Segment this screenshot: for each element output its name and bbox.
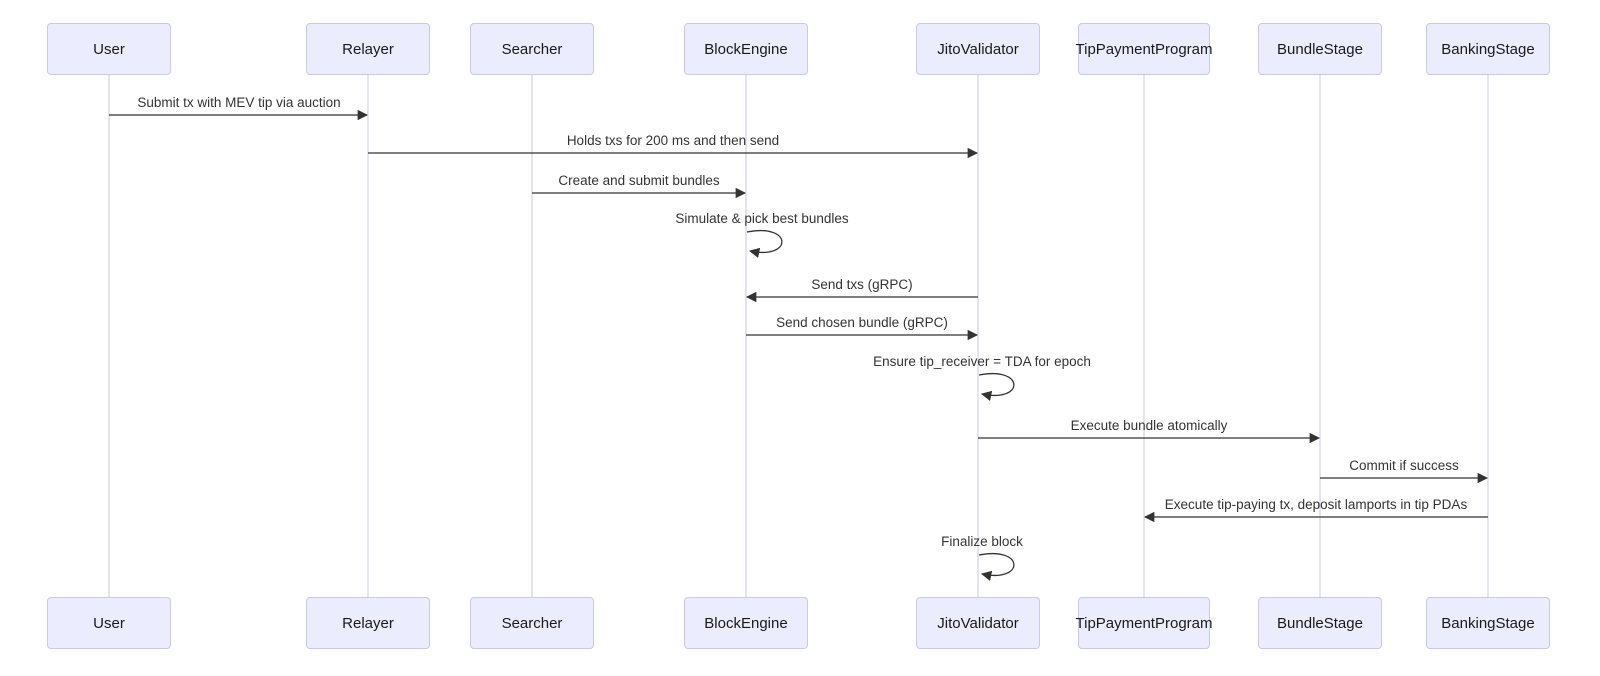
actor-label: Relayer (342, 614, 394, 632)
actor-label: Relayer (342, 40, 394, 58)
actor-label: BundleStage (1277, 614, 1363, 632)
message-label-ensure-receiver: Ensure tip_receiver = TDA for epoch (873, 354, 1091, 369)
actor-tippaymentprogram-bottom: TipPaymentProgram (1075, 597, 1213, 649)
actor-label: Searcher (501, 614, 563, 632)
actor-label: BankingStage (1441, 614, 1535, 632)
actor-relayer-top: Relayer (306, 23, 430, 75)
actor-bundlestage-bottom: BundleStage (1258, 597, 1382, 649)
self-loop-simulate-pick (746, 230, 783, 259)
message-label-send-chosen-bundle: Send chosen bundle (gRPC) (776, 315, 948, 330)
actor-label: BlockEngine (704, 614, 788, 632)
actor-searcher-top: Searcher (470, 23, 594, 75)
message-label-commit-if-success: Commit if success (1349, 458, 1459, 473)
message-label-finalize-block: Finalize block (941, 534, 1023, 549)
actor-label: TipPaymentProgram (1075, 614, 1213, 632)
actor-tippaymentprogram-top: TipPaymentProgram (1075, 23, 1213, 75)
actor-bankingstage-top: BankingStage (1426, 23, 1550, 75)
message-label-send-txs-grpc: Send txs (gRPC) (811, 277, 913, 292)
actor-blockengine-top: BlockEngine (684, 23, 808, 75)
actor-label: User (93, 614, 125, 632)
message-label-simulate-pick: Simulate & pick best bundles (675, 211, 849, 226)
actor-bundlestage-top: BundleStage (1258, 23, 1382, 75)
actor-user-top: User (47, 23, 171, 75)
actor-jitovalidator-top: JitoValidator (916, 23, 1040, 75)
self-loop-finalize-block (978, 553, 1015, 582)
actor-bankingstage-bottom: BankingStage (1426, 597, 1550, 649)
actor-searcher-bottom: Searcher (470, 597, 594, 649)
actor-label: JitoValidator (937, 614, 1019, 632)
actor-label: BundleStage (1277, 40, 1363, 58)
actor-label: Searcher (501, 40, 563, 58)
actor-blockengine-bottom: BlockEngine (684, 597, 808, 649)
actor-label: JitoValidator (937, 40, 1019, 58)
message-label-submit-tx: Submit tx with MEV tip via auction (137, 95, 341, 110)
actor-user-bottom: User (47, 597, 171, 649)
actor-jitovalidator-bottom: JitoValidator (916, 597, 1040, 649)
message-label-create-bundles: Create and submit bundles (558, 173, 720, 188)
actor-label: User (93, 40, 125, 58)
message-label-execute-tip-paying: Execute tip-paying tx, deposit lamports … (1164, 497, 1468, 512)
message-label-execute-bundle: Execute bundle atomically (1070, 418, 1228, 433)
self-loop-ensure-receiver (978, 373, 1015, 402)
actor-label: BlockEngine (704, 40, 788, 58)
actor-relayer-bottom: Relayer (306, 597, 430, 649)
actor-label: TipPaymentProgram (1075, 40, 1213, 58)
actor-label: BankingStage (1441, 40, 1535, 58)
message-label-holds-txs: Holds txs for 200 ms and then send (566, 133, 780, 148)
